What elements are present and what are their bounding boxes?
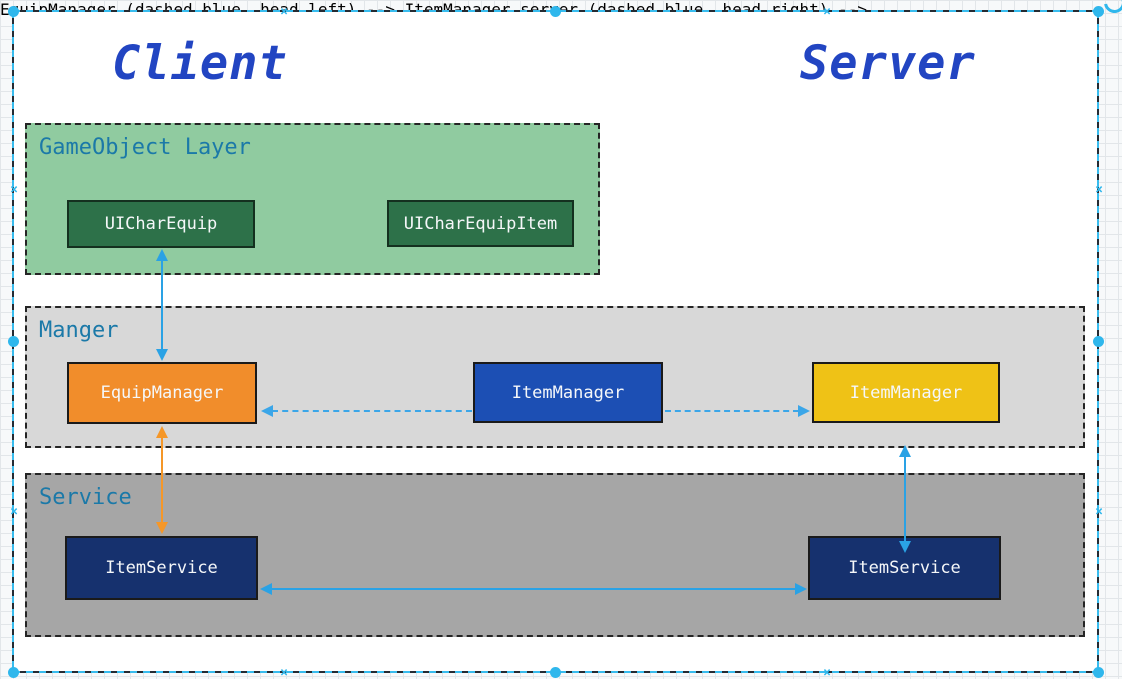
- node-itemmanager-client-label: ItemManager: [511, 382, 625, 403]
- selection-cross-icon: ×: [280, 4, 288, 20]
- arrow-shaft: [272, 410, 472, 412]
- selection-handle-bottom-left[interactable]: [8, 667, 19, 678]
- server-heading[interactable]: Server: [800, 36, 976, 91]
- arrowhead-down-icon: [156, 349, 168, 361]
- node-equipmanager-label: EquipManager: [100, 383, 224, 403]
- selection-handle-bottom-mid[interactable]: [550, 667, 561, 678]
- selection-handle-right-mid[interactable]: [1093, 336, 1104, 347]
- selection-cross-icon: ×: [10, 182, 18, 198]
- selection-handle-top-right[interactable]: [1093, 6, 1104, 17]
- arrowhead-up-icon: [156, 426, 168, 438]
- node-uicharequip[interactable]: UICharEquip: [67, 200, 255, 248]
- node-uicharequipitem-label: UICharEquipItem: [403, 213, 558, 234]
- arrowhead-left-icon: [261, 405, 273, 417]
- selection-cross-icon: ×: [823, 4, 831, 20]
- selection-cross-icon: ×: [1095, 182, 1103, 198]
- node-itemmanager-server[interactable]: ItemManager: [812, 362, 1000, 423]
- arrowhead-down-icon: [899, 541, 911, 553]
- layer-service-label: Service: [39, 485, 132, 510]
- arrow-shaft: [904, 452, 906, 546]
- node-equipmanager[interactable]: EquipManager: [67, 362, 257, 424]
- selection-handle-top-mid[interactable]: [550, 6, 561, 17]
- selection-handle-left-mid[interactable]: [8, 336, 19, 347]
- arrowhead-left-icon: [260, 583, 272, 595]
- selection-cross-icon: ×: [280, 665, 288, 679]
- arrowhead-up-icon: [899, 445, 911, 457]
- layer-gameobject-label: GameObject Layer: [39, 135, 251, 160]
- node-uicharequipitem[interactable]: UICharEquipItem: [387, 200, 574, 247]
- arrow-shaft: [161, 256, 163, 354]
- node-uicharequip-label: UICharEquip: [104, 214, 218, 234]
- layer-manager-label: Manger: [39, 318, 119, 343]
- arrowhead-right-icon: [795, 583, 807, 595]
- arrowhead-up-icon: [156, 249, 168, 261]
- selection-handle-top-left[interactable]: [8, 6, 19, 17]
- layer-gameobject[interactable]: GameObject Layer: [25, 123, 600, 275]
- client-heading[interactable]: Client: [112, 36, 288, 91]
- selection-handle-bottom-right[interactable]: [1093, 667, 1104, 678]
- node-itemservice-client-label: ItemService: [105, 558, 218, 578]
- arrowhead-down-icon: [156, 522, 168, 534]
- node-itemservice-server-label: ItemService: [848, 558, 961, 578]
- arrow-shaft: [665, 410, 799, 412]
- arrow-shaft: [161, 433, 163, 527]
- selection-cross-icon: ×: [823, 665, 831, 679]
- arrow-shaft: [270, 588, 798, 590]
- selection-cross-icon: ×: [10, 504, 18, 520]
- node-itemmanager-server-label: ItemManager: [849, 382, 963, 403]
- selection-cross-icon: ×: [1095, 504, 1103, 520]
- node-itemservice-client[interactable]: ItemService: [65, 536, 258, 600]
- arrowhead-right-icon: [798, 405, 810, 417]
- node-itemmanager-client[interactable]: ItemManager: [473, 362, 663, 423]
